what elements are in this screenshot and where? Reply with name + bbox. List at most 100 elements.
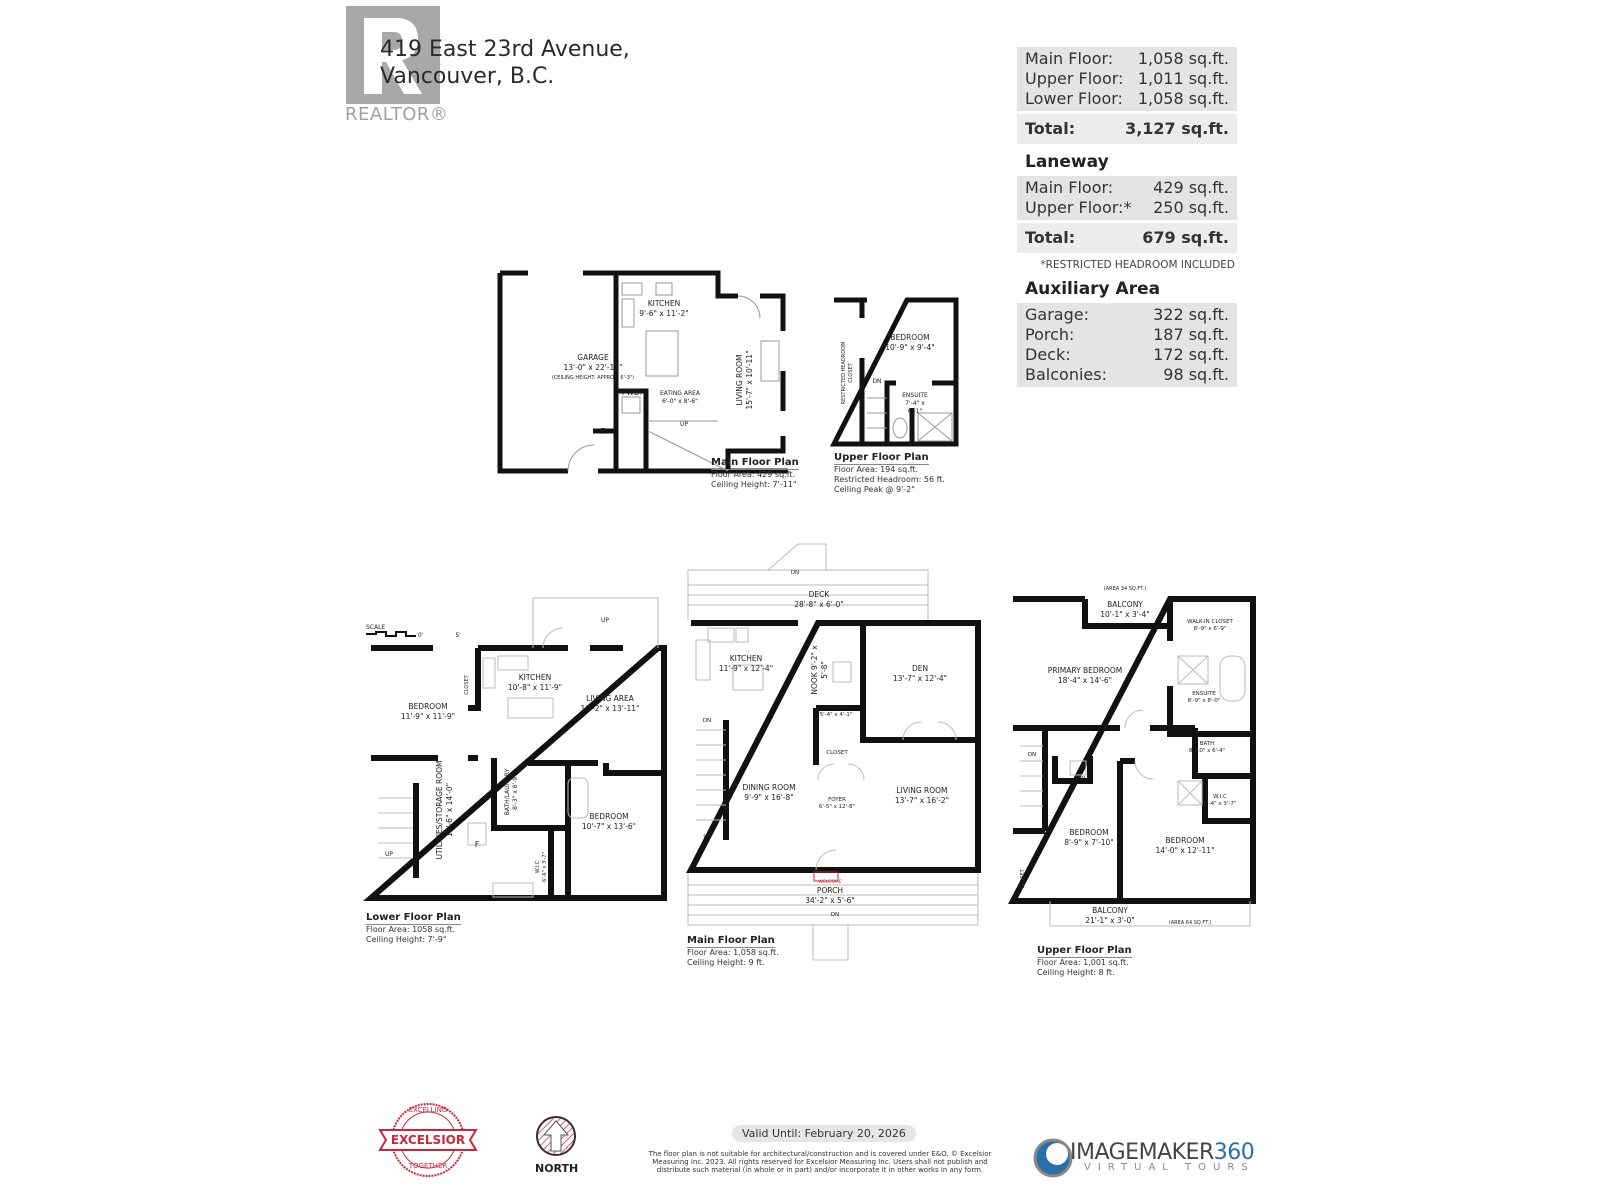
room-dimensions: 6'-0" x 8'-6": [662, 398, 698, 405]
room-name: LIVING AREA: [586, 694, 634, 703]
room-utilities-storage: UTILITIES/STORAGE ROOM 15'-6" x 14'-0": [435, 755, 455, 865]
room-deck: DECK 28'-8" x 6'-0": [784, 590, 854, 610]
area-label: Main Floor:: [1025, 178, 1114, 197]
clothes-washer-label: C/W: [1074, 776, 1086, 782]
area-label: Upper Floor:*: [1025, 198, 1132, 217]
room-dimensions: 7'-4" x 6'-1": [905, 400, 925, 415]
room-name: BEDROOM: [1069, 828, 1109, 837]
room-powder: PWD.: [621, 388, 643, 397]
room-foyer: FOYER 6'-5" x 12'-8": [812, 797, 862, 811]
room-closet: CLOSET: [1020, 869, 1026, 889]
room-name: BALCONY: [1092, 906, 1128, 915]
area-value: 1,011 sq.ft.: [1137, 69, 1229, 88]
restricted-headroom-note: *RESTRICTED HEADROOM INCLUDED: [1040, 259, 1235, 271]
room-dimensions: 8'-9" x 6'-9": [1193, 626, 1227, 632]
area-label: Upper Floor:: [1025, 69, 1124, 88]
porch-stair-down-label: DN: [830, 912, 840, 918]
room-ensuite: ENSUITE 8'-9" x 8'-0": [1183, 691, 1225, 705]
north-arrow-icon: [536, 1116, 576, 1156]
area-row: Main Floor:429 sq.ft.: [1025, 178, 1229, 198]
room-dimensions: 13'-0" x 22'-11": [563, 363, 623, 372]
room-name: POWDER: [823, 705, 849, 711]
area-label: Garage:: [1025, 305, 1089, 324]
room-name: LIVING ROOM: [735, 354, 744, 406]
room-porch: PORCH 34'-2" x 5'-6": [800, 886, 860, 906]
balcony-bottom-area-label: (AREA 64 SQ.FT.): [1168, 920, 1212, 926]
plan-ceiling-height: Ceiling Height: 9 ft.: [687, 958, 765, 967]
lower-floor-walls: [362, 597, 667, 901]
room-name: NOOK: [810, 672, 819, 695]
room-closet: CLOSET: [826, 750, 848, 756]
address-line-2: Vancouver, B.C.: [380, 64, 555, 89]
area-value: 1,058 sq.ft.: [1137, 49, 1229, 68]
auxiliary-areas: Garage:322 sq.ft. Porch:187 sq.ft. Deck:…: [1017, 303, 1237, 387]
address-line-1: 419 East 23rd Avenue,: [380, 37, 630, 62]
area-row: Upper Floor: 1,011 sq.ft.: [1025, 69, 1229, 89]
room-nook: NOOK 9'-2" x 5'-8": [810, 645, 830, 695]
laneway-upper-plan-caption: Upper Floor Plan Floor Area: 194 sq.ft. …: [834, 445, 945, 495]
room-dimensions: 8'-3" x 8'-9": [512, 774, 519, 810]
main-house-areas: Main Floor:1,058 sq.ft. Upper Floor:1,01…: [1017, 47, 1237, 111]
room-dimensions: 8'-9" x 8'-0": [1187, 698, 1221, 704]
area-label: Lower Floor:: [1025, 89, 1123, 108]
area-row: Garage:322 sq.ft.: [1025, 305, 1229, 325]
room-bedroom-2: BEDROOM 14'-0" x 12'-11": [1150, 836, 1220, 856]
room-dimensions: 8'-10" x 6'-4": [1188, 748, 1226, 754]
room-garage: GARAGE 13'-0" x 22'-11" (CEILING HEIGHT:…: [543, 353, 643, 383]
room-dimensions: 21'-1" x 3'-0": [1085, 916, 1135, 925]
room-name: EATING AREA: [659, 390, 701, 397]
room-living-area: LIVING AREA 10'-2" x 13'-11": [575, 694, 645, 714]
plan-title: Upper Floor Plan: [1037, 945, 1132, 958]
room-name: PORCH: [816, 886, 844, 895]
stair-up-label: UP: [703, 834, 711, 840]
total-label: Total:: [1025, 228, 1076, 247]
laneway-total: Total:679 sq.ft.: [1017, 223, 1237, 253]
welcome-mat: WELCOME: [818, 880, 842, 885]
room-balcony-top: BALCONY 10'-1" x 3'-4": [1095, 600, 1155, 620]
room-name: UTILITIES/STORAGE ROOM: [435, 760, 444, 860]
laneway-upper-floor-walls: [829, 297, 959, 447]
area-value: 187 sq.ft.: [1153, 325, 1229, 344]
area-value: 172 sq.ft.: [1153, 345, 1229, 364]
disclaimer-text: The floor plan is not suitable for archi…: [648, 1150, 992, 1174]
room-dimensions: 13'-7" x 12'-4": [892, 674, 948, 683]
room-dining: DINING ROOM 9'-9" x 16'-8": [734, 783, 804, 803]
room-name: ENSUITE: [902, 392, 928, 399]
area-summary: Main Floor: 1,058 sq.ft. Upper Floor: 1,01…: [1017, 47, 1237, 387]
room-name: FOYER: [828, 797, 846, 803]
auxiliary-heading: Auxiliary Area: [1025, 279, 1161, 299]
realtor-wordmark: REALTOR®: [345, 104, 449, 125]
stair-up-label: UP: [384, 851, 393, 858]
property-address: 419 East 23rd Avenue, Vancouver, B.C.: [380, 36, 630, 90]
room-dimensions: 6'-6" x 3'-7": [542, 852, 548, 882]
room-dimensions: 9'-6" x 11'-2": [639, 309, 689, 318]
room-dimensions: 6'-4" x 3'-7": [1203, 801, 1237, 807]
room-name: BALCONY: [1107, 600, 1143, 609]
laneway-main-plan-caption: Main Floor Plan Floor Area: 429 sq.ft. C…: [711, 450, 799, 490]
room-bedroom-1: BEDROOM 11'-9" x 11'-9": [393, 702, 463, 722]
plan-floor-area: Floor Area: 1,001 sq.ft.: [1037, 958, 1129, 967]
furnace-label: F: [474, 840, 480, 849]
room-dimensions: 13'-7" x 16'-2": [894, 796, 950, 805]
area-row: Balconies:98 sq.ft.: [1025, 365, 1229, 385]
plan-title: Lower Floor Plan: [366, 912, 461, 925]
main-floor-plan-caption: Main Floor Plan Floor Area: 1,058 sq.ft.…: [687, 928, 779, 968]
plan-floor-area: Floor Area: 1,058 sq.ft.: [687, 948, 779, 957]
room-dimensions: 15'-7" x 10'-11": [745, 350, 754, 410]
realtor-r-icon: [364, 18, 422, 94]
room-name: DECK: [808, 590, 830, 599]
area-row: Upper Floor:*250 sq.ft.: [1025, 198, 1229, 218]
stair-down-label: DN: [702, 718, 712, 724]
laneway-main-floor-walls: [497, 270, 788, 474]
imagemaker-tagline: VIRTUAL TOURS: [1084, 1162, 1255, 1173]
excelsior-badge-icon: [378, 1103, 478, 1177]
room-bedroom-1: BEDROOM 8'-9" x 7'-10": [1054, 828, 1124, 848]
room-name: LIVING ROOM: [896, 786, 948, 795]
room-dimensions: 10'-7" x 13'-6": [581, 822, 637, 831]
room-name: BEDROOM: [589, 812, 629, 821]
room-name: KITCHEN: [518, 673, 552, 682]
valid-until-badge: Valid Until: February 20, 2026: [732, 1125, 916, 1142]
room-dimensions: 14'-0" x 12'-11": [1155, 846, 1215, 855]
main-house-total: Total:3,127 sq.ft.: [1017, 114, 1237, 144]
room-restricted-closet: RESTRICTED HEADROOM CLOSET: [841, 341, 854, 405]
